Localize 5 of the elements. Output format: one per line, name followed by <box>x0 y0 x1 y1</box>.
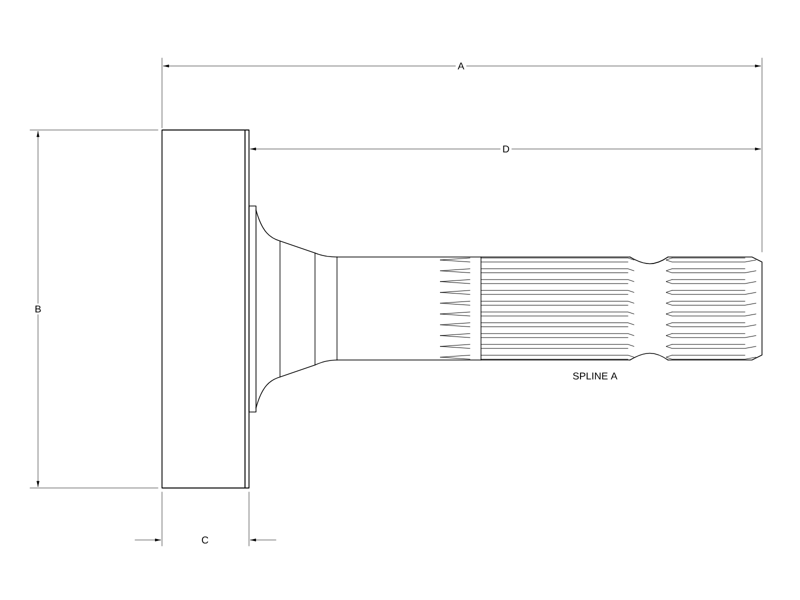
dimension-label: B <box>32 304 44 314</box>
part-label: SPLINE A <box>570 370 620 382</box>
dimension-label: A <box>456 60 466 72</box>
dimension-label: C <box>199 534 211 546</box>
dimension-label: D <box>500 144 512 154</box>
